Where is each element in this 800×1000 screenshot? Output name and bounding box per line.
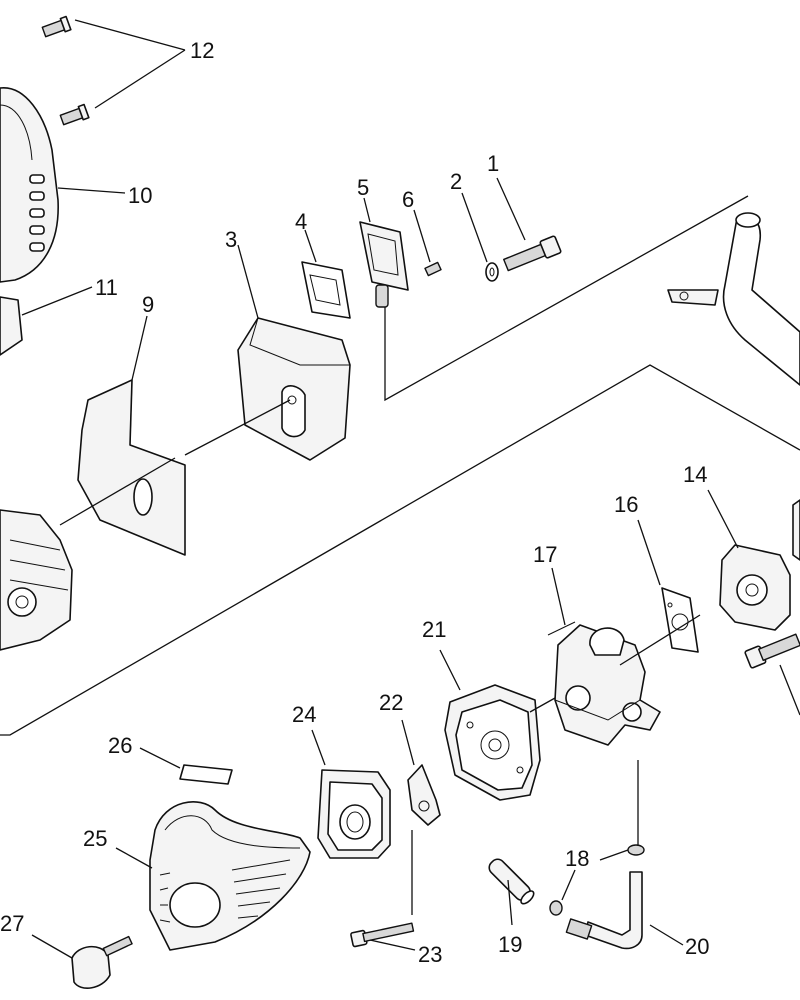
callout-22: 22 xyxy=(379,690,403,715)
part-21-air-filter-base xyxy=(439,649,556,801)
part-27-knob xyxy=(31,934,133,989)
part-16-gasket xyxy=(637,519,699,653)
callout-1: 1 xyxy=(487,151,499,176)
part-23-screw xyxy=(350,830,416,951)
part-4-gasket xyxy=(301,229,351,319)
callout-25: 25 xyxy=(83,826,107,851)
callout-21: 21 xyxy=(422,617,446,642)
callout-27: 27 xyxy=(0,911,24,936)
callout-19: 19 xyxy=(498,932,522,957)
callout-20: 20 xyxy=(685,934,709,959)
callout-17: 17 xyxy=(533,542,557,567)
callout-6: 6 xyxy=(402,187,414,212)
callout-18: 18 xyxy=(565,846,589,871)
callout-16: 16 xyxy=(614,492,638,517)
assembly-frame-lines xyxy=(0,195,800,736)
callout-11: 11 xyxy=(95,275,118,300)
callout-3: 3 xyxy=(225,227,237,252)
part-17-carburetor xyxy=(547,567,701,845)
part-1-bolt xyxy=(496,177,562,272)
part-25-air-filter-cover xyxy=(115,801,311,951)
part-9-heat-shield xyxy=(77,315,186,556)
part-6-screw xyxy=(413,209,442,277)
part-14-adapter xyxy=(707,489,800,631)
callout-labels: 1 2 3 4 5 6 9 10 11 12 14 16 17 18 19 20… xyxy=(0,38,709,967)
callout-2: 2 xyxy=(450,169,462,194)
part-10-cylinder-cover xyxy=(0,87,126,283)
callout-5: 5 xyxy=(357,175,369,200)
part-12-screws xyxy=(41,15,186,126)
callout-23: 23 xyxy=(418,942,442,967)
part-18-washers xyxy=(549,844,645,916)
callout-4: 4 xyxy=(295,209,307,234)
callout-24: 24 xyxy=(292,702,316,727)
part-26-label xyxy=(139,747,233,785)
part-2-washer xyxy=(461,192,499,282)
callout-26: 26 xyxy=(108,733,132,758)
callout-10: 10 xyxy=(128,183,152,208)
part-19-fuel-tube xyxy=(488,858,535,926)
part-20-fuel-elbow xyxy=(565,871,684,950)
handle-tube xyxy=(667,212,800,386)
part-24-air-filter xyxy=(311,729,391,859)
part-11-cone xyxy=(0,286,93,356)
part-5-deflector xyxy=(359,197,409,308)
part-3-muffler xyxy=(184,244,351,461)
callout-9: 9 xyxy=(142,292,154,317)
callout-14: 14 xyxy=(683,462,707,487)
cylinder-block xyxy=(0,457,176,651)
part-22-bracket xyxy=(401,719,441,826)
callout-12: 12 xyxy=(190,38,214,63)
adapter-bolt xyxy=(744,633,800,716)
